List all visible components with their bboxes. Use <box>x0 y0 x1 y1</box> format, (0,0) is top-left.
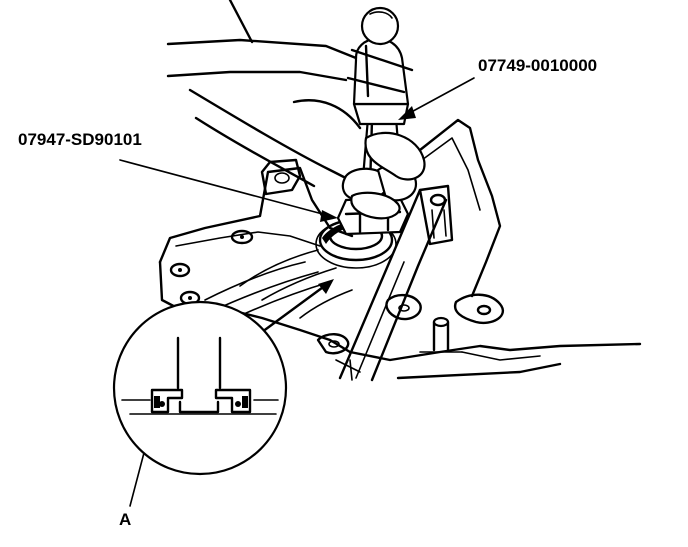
callout-tool-07947: 07947-SD90101 <box>18 130 142 149</box>
callout-detail-a: A <box>119 510 132 529</box>
transmission-case <box>158 118 642 382</box>
operator-hands <box>166 0 426 220</box>
detail-inset <box>112 300 288 476</box>
callout-tool-07749: 07749-0010000 <box>478 56 598 75</box>
